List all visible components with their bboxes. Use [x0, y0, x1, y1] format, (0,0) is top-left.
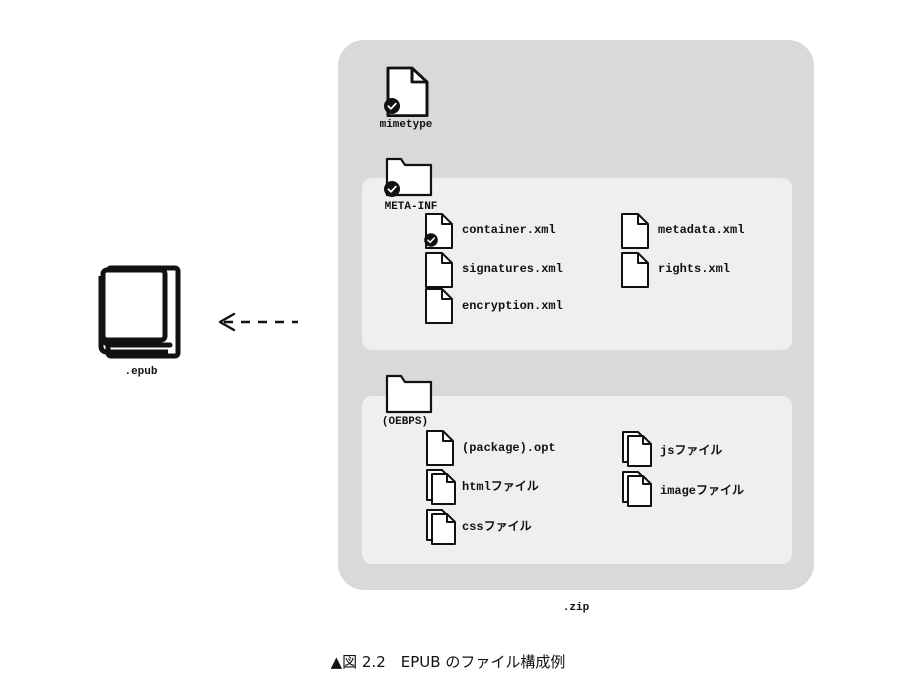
file-package-opt: (package).opt — [426, 430, 556, 466]
file-html-files: htmlファイル — [426, 469, 539, 505]
epub-label: .epub — [124, 366, 157, 378]
file-rights-xml: rights.xml — [621, 252, 730, 288]
check-badge-icon — [383, 180, 401, 198]
file-label: imageファイル — [660, 483, 744, 498]
meta-inf-file-list: container.xml signatures.xml encryption.… — [423, 213, 744, 324]
zip-label: .zip — [563, 602, 590, 614]
check-badge-icon — [423, 232, 439, 248]
file-icon — [425, 288, 453, 324]
file-metadata-xml: metadata.xml — [621, 213, 744, 249]
oebps-label: (OEBPS) — [382, 416, 428, 428]
file-label: rights.xml — [658, 262, 730, 276]
epub-item: .epub — [98, 265, 181, 378]
file-icon — [621, 252, 649, 288]
file-encryption-xml: encryption.xml — [425, 288, 563, 324]
folder-icon — [385, 374, 433, 414]
file-label: signatures.xml — [462, 262, 563, 276]
file-js-files: jsファイル — [622, 431, 722, 467]
oebps-folder: (OEBPS) — [382, 374, 433, 428]
file-image-files: imageファイル — [622, 471, 744, 507]
arrow-head — [218, 312, 236, 332]
figure-caption: ▲図 2.2 EPUB のファイル構成例 — [331, 653, 566, 671]
meta-inf-folder: META-INF — [383, 157, 438, 213]
extract-arrow — [218, 312, 298, 332]
file-label: metadata.xml — [658, 223, 744, 237]
book-icon — [98, 265, 181, 359]
mimetype-item: mimetype — [380, 66, 433, 131]
file-label: encryption.xml — [462, 299, 563, 313]
file-label: htmlファイル — [462, 479, 539, 494]
file-label: container.xml — [462, 223, 556, 237]
file-icon — [621, 213, 649, 249]
file-icon — [425, 252, 453, 288]
mimetype-label: mimetype — [380, 119, 433, 131]
file-label: (package).opt — [462, 441, 556, 455]
oebps-panel — [362, 396, 792, 564]
file-icon — [426, 430, 454, 466]
file-label: jsファイル — [660, 443, 722, 458]
file-container-xml: container.xml — [423, 213, 556, 249]
meta-inf-label: META-INF — [385, 201, 438, 213]
file-signatures-xml: signatures.xml — [425, 252, 563, 288]
meta-inf-panel — [362, 178, 792, 350]
oebps-file-list: (package).opt htmlファイル cssファイル jsファイル im… — [426, 430, 744, 545]
file-label: cssファイル — [462, 519, 532, 534]
file-css-files: cssファイル — [426, 509, 532, 545]
check-badge-icon — [383, 97, 401, 115]
